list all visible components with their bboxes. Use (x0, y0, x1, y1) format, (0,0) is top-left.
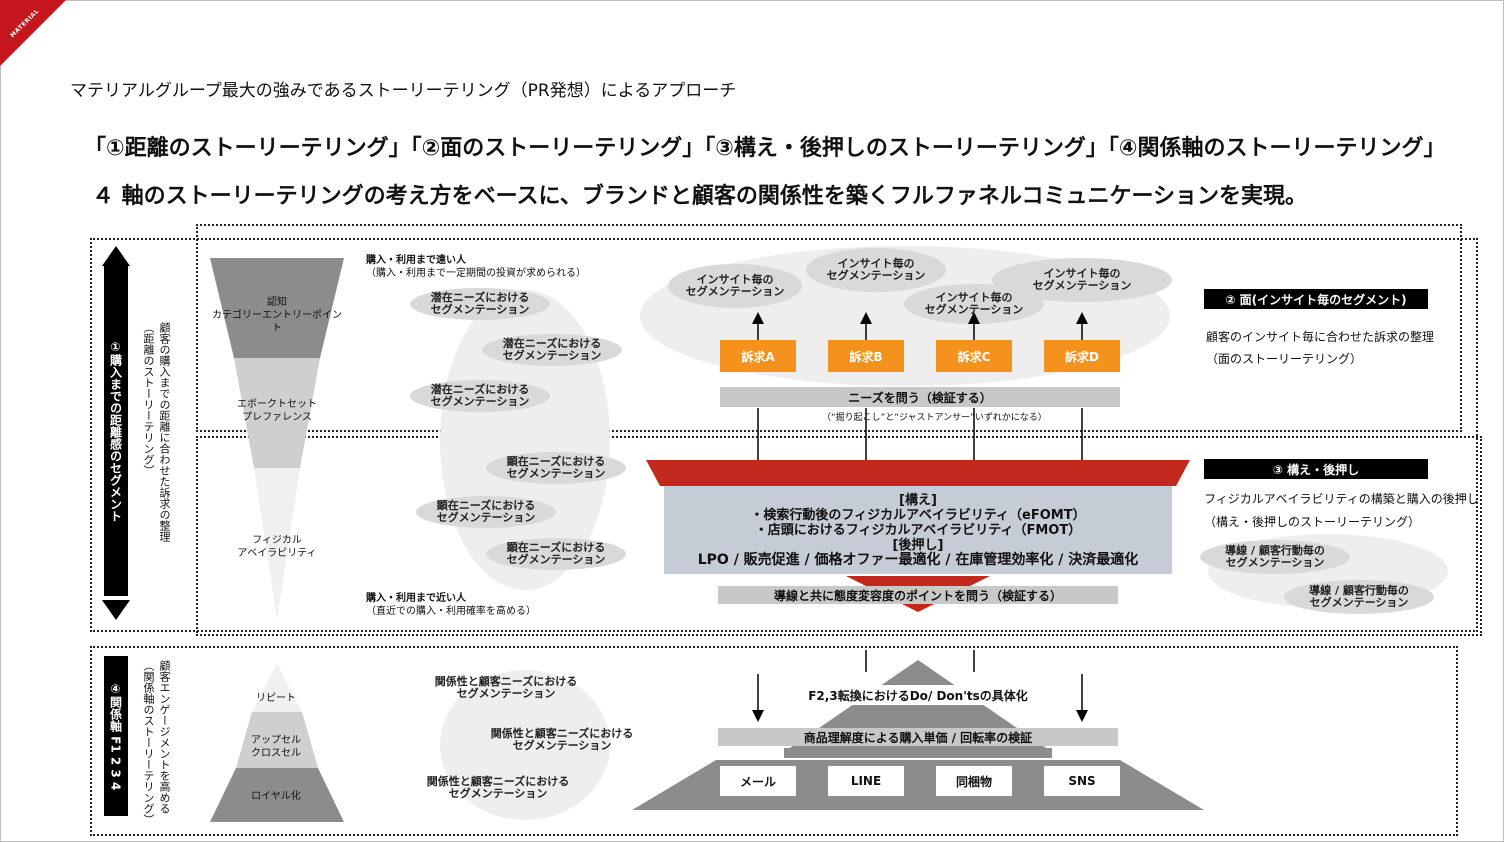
surface-description: 顧客のインサイト毎に合わせた訴求の整理 (1206, 330, 1435, 344)
region-distance (90, 238, 1478, 632)
relation-description: 顧客エンゲージメントを高める（関係軸のストーリーテリング） (142, 660, 171, 825)
pyramid-loyalty: ロイヤル化 (251, 791, 301, 802)
vertical-arrows (752, 312, 1088, 722)
relation-segment-2: 関係性と顧客ニーズにおける セグメンテーション (490, 727, 634, 752)
purchase-funnel (210, 258, 344, 620)
appeal-a-badge: 訴求A (720, 340, 796, 372)
region-stance (196, 436, 1482, 636)
headline-summary: ４ 軸のストーリーテリングの考え方をベースに、ブランドと顧客の関係性を築くフルフ… (92, 184, 1308, 209)
guide-verification-bar: 導線と共に態度変容度のポイントを問う（検証する） (718, 586, 1118, 604)
region-relation (90, 646, 1458, 836)
house-verification-bar: 商品理解度による購入単価 / 回転率の検証 (718, 728, 1118, 746)
pyramid-upsell: アップセル クロスセル (251, 735, 301, 759)
headline-axes: 「①距離のストーリーテリング」「②面のストーリーテリング」「③構え・後押しのスト… (84, 136, 1446, 161)
channel-sns: SNS (1044, 766, 1120, 796)
loyalty-pyramid (210, 664, 344, 822)
brand-logo (0, 0, 66, 66)
insight-segment-1: インサイト毎の セグメンテーション (668, 264, 802, 308)
region-surface (196, 224, 1462, 432)
distance-segment-label: ①購入までの距離感のセグメント (104, 266, 128, 596)
pyramid-repeat: リピート (256, 693, 296, 704)
insight-segment-4: インサイト毎の セグメンテーション (992, 258, 1172, 302)
channel-email: メール (720, 766, 796, 796)
distance-description: 顧客の購入までの距離に合わせた訴求の整理（距離のストーリーテリング） (142, 322, 171, 542)
relation-backdrop (440, 670, 610, 820)
manifest-segment-3: 顕在ニーズにおける セグメンテーション (486, 538, 626, 570)
surface-subtitle: （面のストーリーテリング） (1206, 352, 1363, 366)
needs-verification-bar: ニーズを問う（検証する） (720, 387, 1120, 407)
guide-segment-1: 導線 / 顧客行動毎の セグメンテーション (1200, 540, 1350, 574)
stance-subtitle: （構え・後押しのストーリーテリング） (1204, 515, 1421, 529)
stance-description: フィジカルアベイラビリティの構築と購入の後押し (1204, 492, 1479, 506)
appeal-b-badge: 訴求B (828, 340, 904, 372)
appeal-c-badge: 訴求C (936, 340, 1012, 372)
channel-line: LINE (828, 766, 904, 796)
latent-segment-2: 潜在ニーズにおける セグメンテーション (482, 334, 622, 366)
relation-segment-3: 関係性と顧客ニーズにおける セグメンテーション (426, 775, 570, 800)
distance-arrow (102, 246, 130, 620)
stance-push-box: [構え] ・検索行動後のフィジカルアベイラビリティ（eFOMT） ・店頭における… (664, 486, 1172, 574)
push-label: [後押し] (892, 537, 944, 553)
needs-verification-note: （“掘り起こし”と“ジャストアンサー”いずれかになる） (822, 413, 1047, 423)
funnel-physical-availability: フィジカル アベイラビリティ (237, 535, 317, 559)
push-measures: LPO / 販売促進 / 価格オファー最適化 / 在庫管理効率化 / 決済最適化 (697, 551, 1139, 568)
manifest-segment-1: 顕在ニーズにおける セグメンテーション (486, 452, 626, 484)
house-dos-donts-label: F2,3転換におけるDo/ Don'tsの具体化 (788, 685, 1048, 705)
slide-subtitle: マテリアルグループ最大の強みであるストーリーテリング（PR発想）によるアプローチ (70, 81, 737, 101)
near-customer-note: （直近での購入・利用確率を高める） (366, 606, 536, 617)
stance-label: [構え] (899, 492, 937, 508)
stance-store: ・店頭におけるフィジカルアベイラビリティ（FMOT） (754, 522, 1082, 538)
relation-axis-label: ④関係軸 F1 2 3 4 (104, 656, 128, 816)
latent-segment-1: 潜在ニーズにおける セグメンテーション (410, 288, 550, 320)
near-customer-label: 購入・利用まで近い人 (366, 593, 466, 604)
channel-enclosure: 同梱物 (936, 766, 1012, 796)
relation-segment-1: 関係性と顧客ニーズにおける セグメンテーション (434, 675, 578, 700)
funnel-awareness: 認知 カテゴリーエントリーポイント (212, 297, 342, 334)
funnel-evoked-set: エボークトセット プレファレンス (237, 399, 317, 423)
appeal-d-badge: 訴求D (1044, 340, 1120, 372)
guide-segment-2: 導線 / 顧客行動毎の セグメンテーション (1284, 580, 1434, 614)
far-customer-note: （購入・利用まで一定期間の投資が求められる） (366, 268, 586, 279)
stance-header: ③ 構え・後押し (1204, 459, 1428, 479)
insight-segment-2: インサイト毎の セグメンテーション (806, 248, 946, 292)
latent-segment-3: 潜在ニーズにおける セグメンテーション (410, 380, 550, 412)
stance-search: ・検索行動後のフィジカルアベイラビリティ（eFOMT） (750, 507, 1086, 523)
manifest-segment-2: 顕在ニーズにおける セグメンテーション (416, 496, 556, 528)
surface-header: ② 面(インサイト毎のセグメント) (1204, 289, 1428, 309)
far-customer-label: 購入・利用まで遠い人 (366, 255, 466, 266)
